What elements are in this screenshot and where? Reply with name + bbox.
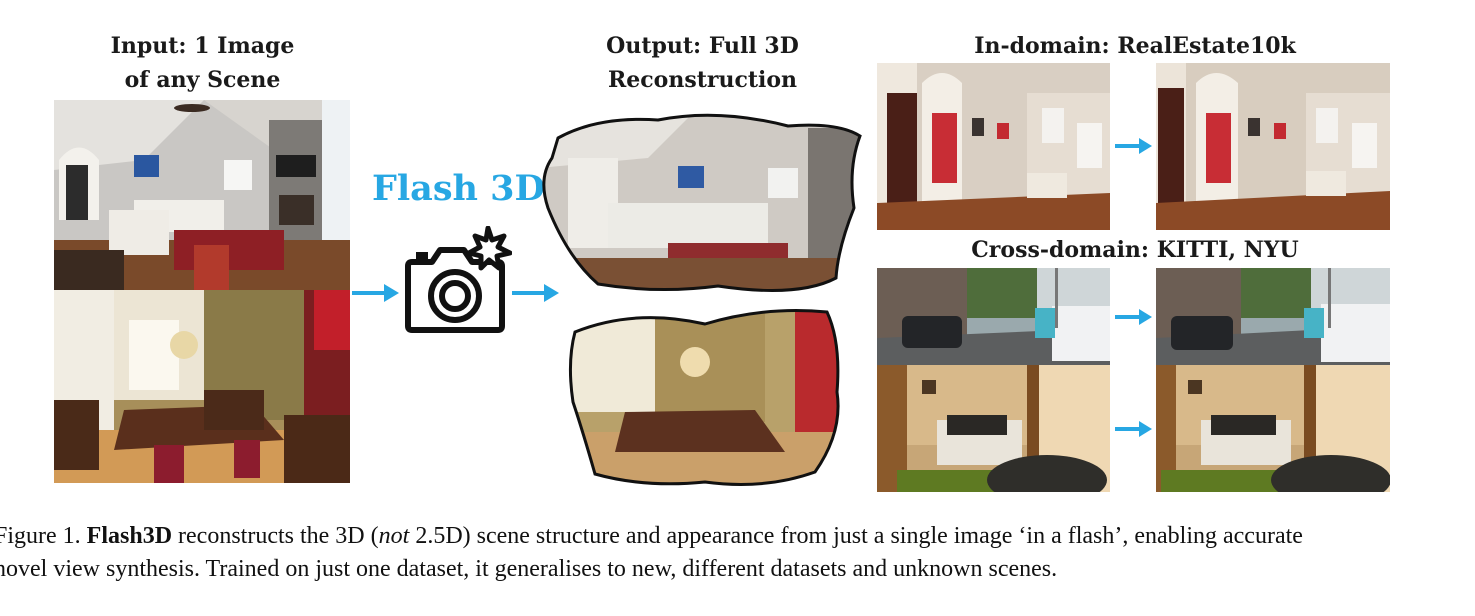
output-reconstruction-dining-room xyxy=(568,309,840,486)
caption-prefix: Figure 1. xyxy=(0,523,87,549)
cross-domain-nyu-input-image xyxy=(877,365,1110,492)
caption-part1: reconstructs the 3D ( xyxy=(172,523,379,549)
input-image-living-room xyxy=(54,100,350,290)
caption-line-2: novel view synthesis. Trained on just on… xyxy=(0,556,1058,582)
figure-caption: Figure 1. Flash3D reconstructs the 3D (n… xyxy=(0,520,1475,586)
arrow-right-icon xyxy=(1115,309,1152,325)
caption-line-1: Figure 1. Flash3D reconstructs the 3D (n… xyxy=(0,520,1475,553)
cross-domain-kitti-novel-view xyxy=(1156,268,1390,365)
arrow-right-icon xyxy=(1115,421,1152,437)
in-domain-novel-view xyxy=(1156,63,1390,230)
camera-flash-icon xyxy=(405,226,512,333)
input-title-line2: of any Scene xyxy=(124,67,281,93)
input-title-line1: Input: 1 Image xyxy=(110,33,295,59)
in-domain-title: In-domain: RealEstate10k xyxy=(974,33,1296,59)
arrow-right-icon xyxy=(1115,138,1152,154)
caption-part2: 2.5D) scene structure and appearance fro… xyxy=(409,523,1303,549)
method-name: Flash 3D xyxy=(372,168,545,209)
output-reconstruction-living-room xyxy=(542,113,862,292)
output-title-line1: Output: Full 3D xyxy=(606,33,799,59)
caption-italic: not xyxy=(378,523,410,549)
input-title: Input: 1 Image of any Scene xyxy=(60,29,345,97)
cross-domain-kitti-input-image xyxy=(877,268,1110,365)
cross-domain-title: Cross-domain: KITTI, NYU xyxy=(971,237,1299,263)
arrow-right-icon xyxy=(512,284,559,302)
output-title-line2: Reconstruction xyxy=(607,67,798,93)
arrow-right-icon xyxy=(352,284,399,302)
input-image-dining-room xyxy=(54,290,350,483)
output-title: Output: Full 3D Reconstruction xyxy=(560,29,845,97)
in-domain-input-image xyxy=(877,63,1110,230)
cross-domain-nyu-novel-view xyxy=(1156,365,1390,492)
caption-method-name: Flash3D xyxy=(86,523,173,549)
